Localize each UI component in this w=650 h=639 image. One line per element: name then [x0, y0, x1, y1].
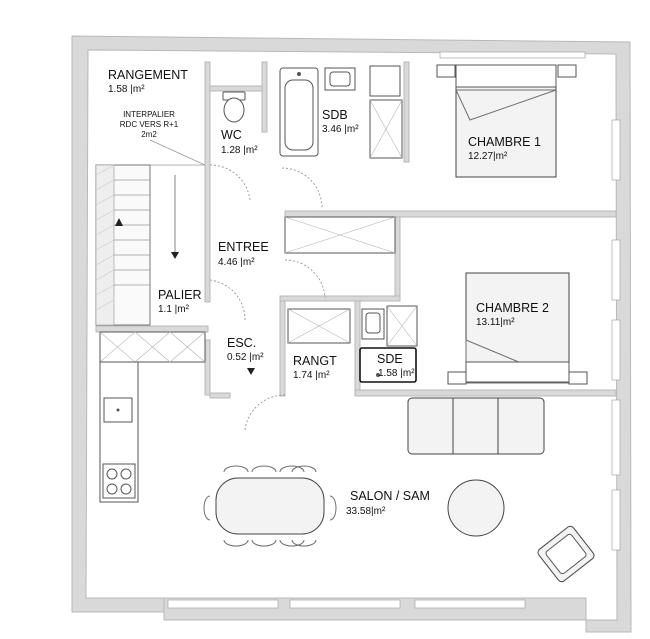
label-sde: SDE 1.58 |m² — [377, 352, 415, 379]
label-palier: PALIER 1.1 |m² — [158, 288, 202, 315]
label-esc: ESC. 0.52 |m² — [227, 336, 264, 363]
svg-text:1.1 |m²: 1.1 |m² — [158, 304, 190, 315]
label-salon: SALON / SAM 33.58|m² — [346, 489, 430, 517]
label-wc: WC 1.28 |m² — [221, 128, 258, 156]
svg-text:13.11|m²: 13.11|m² — [476, 317, 515, 328]
rangt-storage — [287, 308, 351, 344]
svg-text:1.58 |m²: 1.58 |m² — [378, 368, 415, 379]
svg-text:1.58 |m²: 1.58 |m² — [108, 84, 145, 95]
svg-text:12.27|m²: 12.27|m² — [468, 151, 508, 162]
svg-text:33.58|m²: 33.58|m² — [346, 506, 386, 517]
entree-door-swing — [284, 259, 326, 299]
label-rangt: RANGT 1.74 |m² — [293, 354, 337, 381]
svg-text:ENTREE: ENTREE — [218, 240, 269, 254]
svg-text:3.46 |m²: 3.46 |m² — [322, 124, 359, 135]
sdb-door-swing — [281, 167, 323, 209]
sdb-sink — [324, 67, 356, 91]
label-entree: ENTREE 4.46 |m² — [218, 240, 269, 268]
svg-text:SDE: SDE — [377, 352, 403, 366]
label-sdb: SDB 3.46 |m² — [322, 108, 359, 135]
kitchen-sink — [103, 397, 133, 423]
bed-1 — [436, 64, 577, 178]
svg-text:4.46 |m²: 4.46 |m² — [218, 257, 255, 268]
esc-arrow-icon — [247, 368, 255, 375]
sofa — [407, 397, 545, 455]
svg-text:RDC VERS R+1: RDC VERS R+1 — [120, 120, 179, 129]
palier-door-swing — [209, 279, 246, 321]
sde-fixtures — [359, 305, 418, 383]
svg-text:1.74 |m²: 1.74 |m² — [293, 370, 330, 381]
svg-text:SALON / SAM: SALON / SAM — [350, 489, 430, 503]
label-interpalier: INTERPALIER RDC VERS R+1 2m2 — [120, 110, 179, 139]
outer-walls — [71, 35, 632, 633]
kitchen-cooktop — [102, 463, 136, 499]
corridor-closet — [284, 216, 396, 254]
sdb-storage — [369, 65, 403, 159]
svg-text:CHAMBRE 2: CHAMBRE 2 — [476, 301, 549, 315]
svg-text:WC: WC — [221, 128, 242, 142]
svg-text:PALIER: PALIER — [158, 288, 202, 302]
dining-table — [203, 465, 337, 547]
svg-text:RANGT: RANGT — [293, 354, 337, 368]
interior-walls — [95, 61, 617, 399]
armchair — [537, 525, 595, 583]
bathtub — [279, 67, 319, 157]
wc-toilet — [222, 91, 246, 123]
svg-text:1.28 |m²: 1.28 |m² — [221, 145, 258, 156]
svg-text:SDB: SDB — [322, 108, 348, 122]
svg-text:INTERPALIER: INTERPALIER — [123, 110, 175, 119]
staircase — [95, 139, 206, 326]
label-rangement: RANGEMENT 1.58 |m² — [108, 68, 188, 95]
svg-text:0.52 |m²: 0.52 |m² — [227, 352, 264, 363]
svg-text:RANGEMENT: RANGEMENT — [108, 68, 188, 82]
stair-down-arrow-icon — [171, 252, 179, 259]
stair-up-arrow-icon — [115, 218, 123, 226]
label-chambre-2: CHAMBRE 2 13.11|m² — [476, 301, 549, 328]
svg-text:CHAMBRE 1: CHAMBRE 1 — [468, 135, 541, 149]
round-table — [447, 479, 505, 537]
esc-door-swing — [244, 394, 286, 431]
wc-door-swing — [209, 164, 251, 201]
svg-text:2m2: 2m2 — [141, 130, 157, 139]
label-chambre-1: CHAMBRE 1 12.27|m² — [468, 135, 541, 162]
svg-text:ESC.: ESC. — [227, 336, 256, 350]
bed-2 — [447, 272, 588, 385]
